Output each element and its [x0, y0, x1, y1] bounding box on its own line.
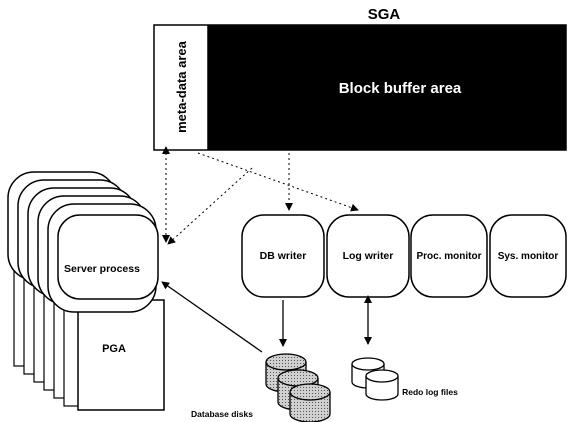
log-writer-label: Log writer — [343, 250, 394, 262]
log-writer-process: Log writer — [326, 214, 410, 298]
proc-monitor-process: Proc. monitor — [410, 214, 488, 298]
block-buffer-area — [208, 25, 566, 150]
server-process-label: Server process — [64, 263, 140, 275]
solid-arrows — [161, 281, 372, 353]
pga-label: PGA — [102, 343, 126, 355]
redo-log-files-icon — [351, 357, 399, 401]
sga-box: meta-data area Block buffer area — [153, 24, 567, 151]
redo-log-files-label: Redo log files — [402, 387, 458, 397]
metadata-area-label: meta-data area — [174, 40, 189, 133]
db-writer-label: DB writer — [260, 250, 307, 262]
sys-monitor-process: Sys. monitor — [489, 214, 567, 298]
database-disks-label: Database disks — [191, 409, 253, 419]
database-disks-icon — [265, 353, 331, 422]
proc-monitor-label: Proc. monitor — [416, 251, 481, 262]
server-process: Server process — [57, 214, 159, 300]
sys-monitor-label: Sys. monitor — [498, 251, 559, 262]
block-buffer-label: Block buffer area — [339, 80, 462, 97]
sga-title: SGA — [368, 6, 401, 23]
sga-dotted-arrows — [162, 146, 359, 245]
pga-main: PGA — [77, 299, 165, 411]
db-writer-process: DB writer — [241, 214, 325, 298]
